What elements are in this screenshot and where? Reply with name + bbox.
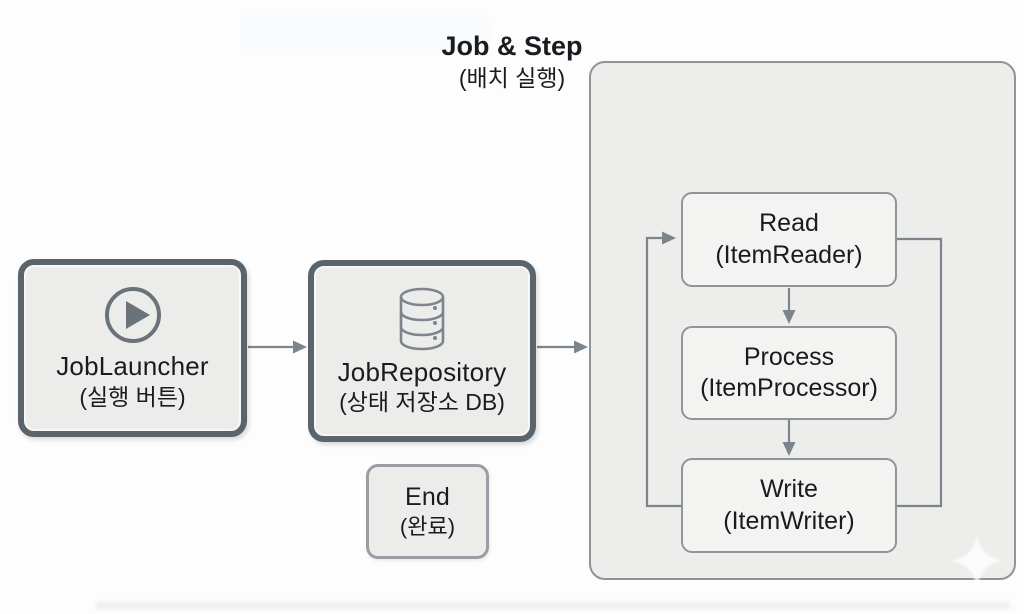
node-read: Read (ItemReader) [681,192,897,287]
sparkle-watermark [950,534,1004,588]
arrow-launcher-to-repository [248,340,307,354]
node-title: JobRepository [337,356,507,387]
job-step-header: Job & Step (배치 실행) [0,30,1024,94]
job-step-title: Job & Step [441,31,583,61]
node-title: Read [759,209,819,237]
node-title: Process [743,342,835,371]
arrow-repository-to-jobstep [537,340,588,354]
faint-watermark-smudge [240,14,490,50]
node-process: Process (ItemProcessor) [681,326,897,420]
node-job-repository: JobRepository (상태 저장소 DB) [308,260,536,442]
node-end: End (완료) [366,464,489,559]
node-subtitle: (완료) [399,514,456,540]
node-subtitle: (ItemReader) [715,240,863,269]
node-subtitle: (ItemWriter) [723,506,855,535]
node-subtitle: (실행 버튼) [79,383,186,410]
node-subtitle: (ItemProcessor) [700,374,878,402]
node-subtitle: (상태 저장소 DB) [339,389,505,416]
job-step-subtitle: (배치 실행) [458,64,566,91]
node-title: Write [760,475,818,503]
blurred-caption-remnant [95,602,1010,609]
play-icon [103,285,163,345]
database-icon [393,286,451,352]
node-title: End [404,482,451,511]
node-title: JobLauncher [56,351,209,382]
node-job-launcher: JobLauncher (실행 버튼) [18,259,247,437]
node-write: Write (ItemWriter) [681,458,897,553]
